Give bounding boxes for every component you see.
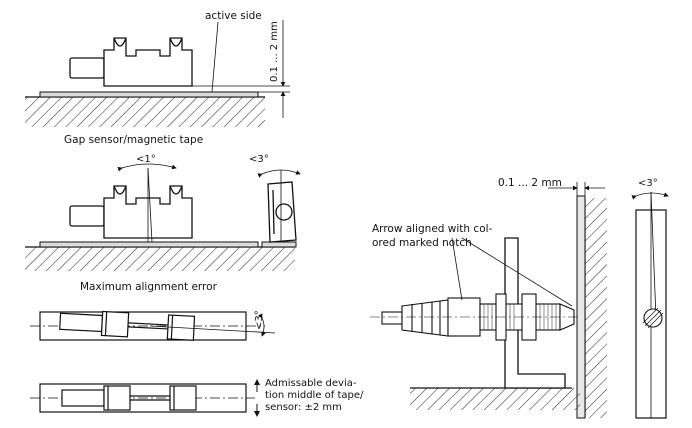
- alignment-figure: <1° <3° Maximum alignment error: [25, 154, 301, 293]
- bracket-mount-figure: 0.1 ... 2 mm: [370, 177, 607, 419]
- ground-hatch: [25, 97, 265, 127]
- right-angle-label: <3°: [638, 178, 658, 189]
- angle-lt1-label: <1°: [136, 154, 156, 165]
- active-side-label: active side: [205, 10, 262, 22]
- gap-range-label: 0.1 ... 2 mm: [269, 21, 280, 82]
- sensor-body: [69, 37, 193, 87]
- max-align-caption: Maximum alignment error: [80, 281, 218, 293]
- right-gap-label: 0.1 ... 2 mm: [498, 177, 562, 189]
- arrow-note-line-2: ored marked notch: [372, 237, 472, 249]
- face-view-figure: <3°: [631, 178, 669, 419]
- top-view-angle-figure: <3°: [30, 310, 276, 341]
- magnetic-tape: [39, 91, 259, 98]
- deviation-line-1: Admissable devia-: [265, 378, 357, 389]
- top-view-angle-label: <3°: [254, 310, 265, 330]
- arrow-note-line-1: Arrow aligned with col-: [372, 223, 493, 235]
- gap-figure: active side 0.1 ... 2 mm Gap sensor/magn…: [25, 10, 290, 146]
- gap-caption: Gap sensor/magnetic tape: [64, 134, 203, 146]
- deviation-line-3: sensor: ±2 mm: [265, 402, 342, 413]
- deviation-line-2: tion middle of tape/: [265, 390, 364, 401]
- right-tape: [576, 195, 586, 419]
- angle-lt3-label: <3°: [249, 154, 269, 165]
- sensor-side-view: [69, 185, 193, 239]
- top-view-deviation-figure: Admissable devia- tion middle of tape/ s…: [30, 378, 364, 417]
- sensor-end-view: [267, 181, 297, 243]
